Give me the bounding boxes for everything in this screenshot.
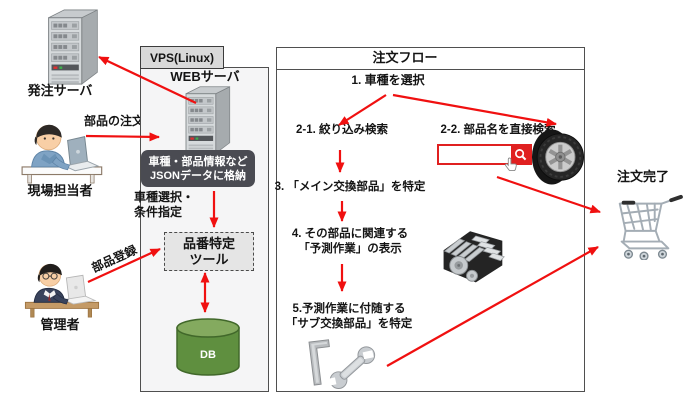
vps-tab: VPS(Linux) xyxy=(140,46,224,69)
search-button[interactable] xyxy=(511,146,530,163)
flow-step3: 3. 「メイン交換部品」を特定 xyxy=(274,181,426,193)
sub-parts-tools-icon xyxy=(308,339,376,390)
hex-key-icon xyxy=(308,339,330,386)
field-worker-icon xyxy=(21,124,103,184)
condition-label-line2: 条件指定 xyxy=(134,205,183,219)
condition-label: 車種選択・ 条件指定 xyxy=(134,190,194,220)
hand-cursor-icon xyxy=(505,157,517,172)
admin-icon xyxy=(24,263,100,318)
json-box-line2: JSONデータに格納 xyxy=(150,169,246,182)
parts-order-arrow-label: 部品の注文 xyxy=(84,114,145,128)
search-icon xyxy=(515,149,527,161)
part-number-tool-box: 品番特定 ツール xyxy=(164,232,254,271)
order-flow-header xyxy=(277,48,584,70)
tool-box-line1: 品番特定 xyxy=(182,235,235,251)
cart-icon xyxy=(618,194,683,260)
vps-tab-label: VPS(Linux) xyxy=(149,50,214,65)
wrench-icon xyxy=(325,346,376,390)
flow-step5-line1: 5.予測作業に付随する xyxy=(292,303,406,315)
condition-label-line1: 車種選択・ xyxy=(134,190,195,204)
flow-step4-line2: 「予測作業」の表示 xyxy=(298,243,402,255)
part-search-input[interactable] xyxy=(437,144,532,172)
flow-step5-line2: 「サブ交換部品」を特定 xyxy=(285,318,413,330)
field-worker-label: 現場担当者 xyxy=(27,183,93,198)
flow-step2b: 2-2. 部品名を直接検索 xyxy=(440,124,556,136)
flow-step2a: 2-1. 絞り込み検索 xyxy=(295,124,388,136)
db-label: DB xyxy=(200,349,216,361)
order-server-icon xyxy=(36,8,108,86)
flow-step1: 1. 車種を選択 xyxy=(351,73,425,87)
engine-icon xyxy=(443,231,505,283)
order-complete-label: 注文完了 xyxy=(616,169,669,184)
order-server-label: 発注サーバ xyxy=(27,83,93,98)
json-data-box: 車種・部品情報など JSONデータに格納 xyxy=(141,150,255,187)
flow-step5: 5.予測作業に付随する 「サブ交換部品」を特定 xyxy=(268,302,430,332)
web-server-label: WEBサーバ xyxy=(170,69,240,84)
flow-step4: 4. その部品に関連する 「予測作業」の表示 xyxy=(270,227,430,257)
web-server-icon xyxy=(172,85,242,155)
tire-icon xyxy=(531,129,584,185)
order-flow-title: 注文フロー xyxy=(372,50,438,65)
db-cylinder-icon: DB xyxy=(176,318,240,376)
json-box-line1: 車種・部品情報など xyxy=(148,155,248,168)
admin-label: 管理者 xyxy=(40,317,80,332)
flow-step4-line1: 4. その部品に関連する xyxy=(291,228,409,240)
tool-box-line2: ツール xyxy=(189,251,229,267)
